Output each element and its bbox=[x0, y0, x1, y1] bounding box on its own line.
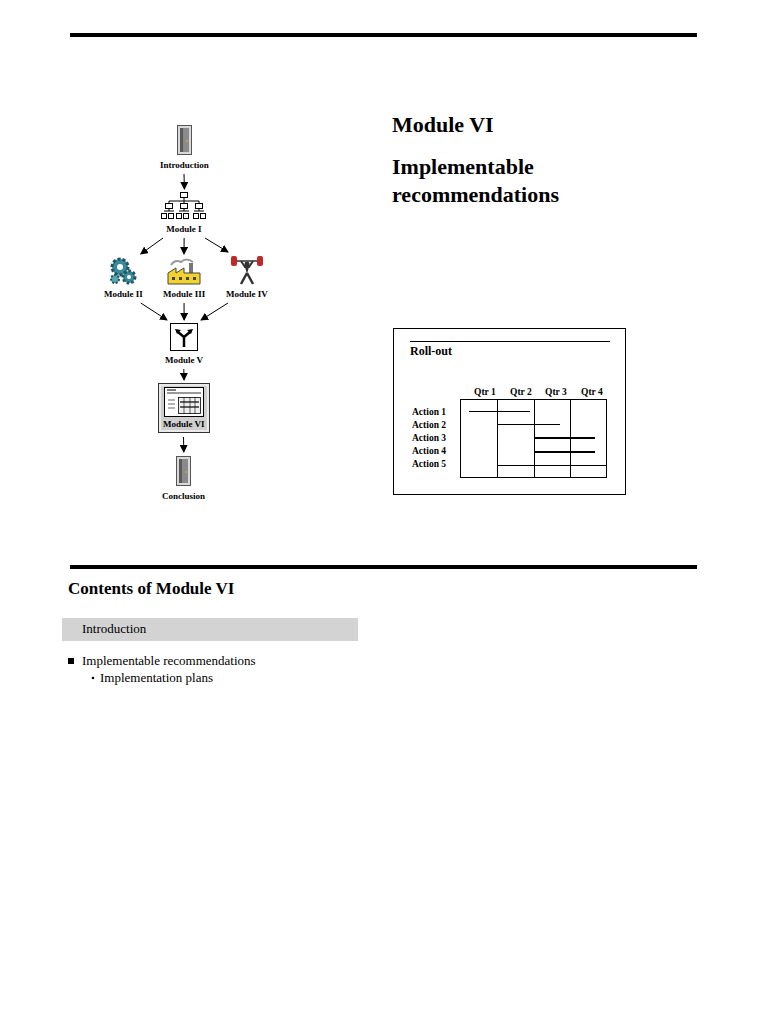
step-label: Module III bbox=[163, 289, 205, 299]
quarter-header: Qtr 2 bbox=[510, 386, 532, 398]
quarter-header: Qtr 4 bbox=[581, 386, 603, 398]
flow-step: Module II bbox=[104, 257, 143, 299]
fork-arrow-icon bbox=[170, 323, 198, 351]
flow-arrow bbox=[141, 238, 163, 254]
icon-holder bbox=[176, 124, 193, 156]
action-label: Action 3 bbox=[412, 432, 446, 444]
step-label: Module V bbox=[165, 355, 203, 365]
step-label: Conclusion bbox=[162, 491, 205, 501]
icon-holder bbox=[167, 257, 201, 285]
module-title: Module VI bbox=[392, 112, 494, 138]
flow-arrow bbox=[201, 303, 228, 320]
quarter-header: Qtr 1 bbox=[474, 386, 496, 398]
flow-step: Introduction bbox=[160, 124, 209, 170]
icon-holder bbox=[164, 387, 204, 417]
icon-holder bbox=[170, 323, 198, 351]
step-label: Module VI bbox=[163, 419, 205, 429]
step-label: Module I bbox=[166, 224, 201, 234]
icon-holder bbox=[175, 455, 192, 487]
flow-arrow bbox=[184, 303, 185, 320]
highlight-band: Introduction bbox=[62, 618, 358, 641]
flow-step: Conclusion bbox=[162, 455, 205, 501]
flow-step: Module III bbox=[163, 257, 205, 299]
module-subtitle: Implementable recommendations bbox=[392, 153, 602, 209]
quarter-header: Qtr 3 bbox=[545, 386, 567, 398]
icon-holder bbox=[230, 255, 264, 285]
action-label: Action 4 bbox=[412, 445, 446, 457]
org-chart-icon bbox=[161, 192, 207, 220]
step-label: Module II bbox=[104, 289, 143, 299]
bullet-square bbox=[68, 658, 74, 664]
action-label: Action 1 bbox=[412, 406, 446, 418]
contents-subitem: Implementation plans bbox=[100, 670, 213, 686]
flow-step: Module I bbox=[161, 192, 207, 234]
gears-icon bbox=[109, 257, 137, 285]
flow-step: Module IV bbox=[226, 255, 268, 299]
icon-holder bbox=[161, 192, 207, 220]
weightlifter-icon bbox=[230, 255, 264, 285]
step-label: Module IV bbox=[226, 289, 268, 299]
door-icon bbox=[175, 455, 192, 487]
flow-arrow bbox=[184, 238, 185, 254]
factory-icon bbox=[167, 257, 201, 285]
rollout-icon bbox=[164, 387, 204, 417]
section-heading: Contents of Module VI bbox=[68, 578, 234, 599]
icon-holder bbox=[109, 257, 137, 285]
flow-arrow bbox=[183, 437, 184, 452]
contents-item: Introduction bbox=[82, 621, 146, 637]
flow-arrow bbox=[184, 174, 185, 189]
gantt-bars bbox=[469, 412, 606, 466]
step-label: Introduction bbox=[160, 160, 209, 170]
action-label: Action 2 bbox=[412, 419, 446, 431]
section-rule bbox=[70, 565, 697, 569]
sub-bullet-dot bbox=[92, 677, 95, 680]
panel-heading: Roll-out bbox=[410, 344, 452, 358]
flow-arrow bbox=[183, 369, 184, 380]
flow-arrow bbox=[141, 303, 167, 320]
contents-item: Implementable recommendations bbox=[82, 653, 256, 669]
door-icon bbox=[176, 124, 193, 156]
highlighted-module-box: Module VI bbox=[158, 383, 210, 433]
top-rule bbox=[70, 33, 697, 37]
flow-step: Module V bbox=[165, 323, 203, 365]
gantt-grid bbox=[410, 342, 610, 479]
action-label: Action 5 bbox=[412, 458, 446, 470]
flow-arrow bbox=[205, 238, 228, 252]
